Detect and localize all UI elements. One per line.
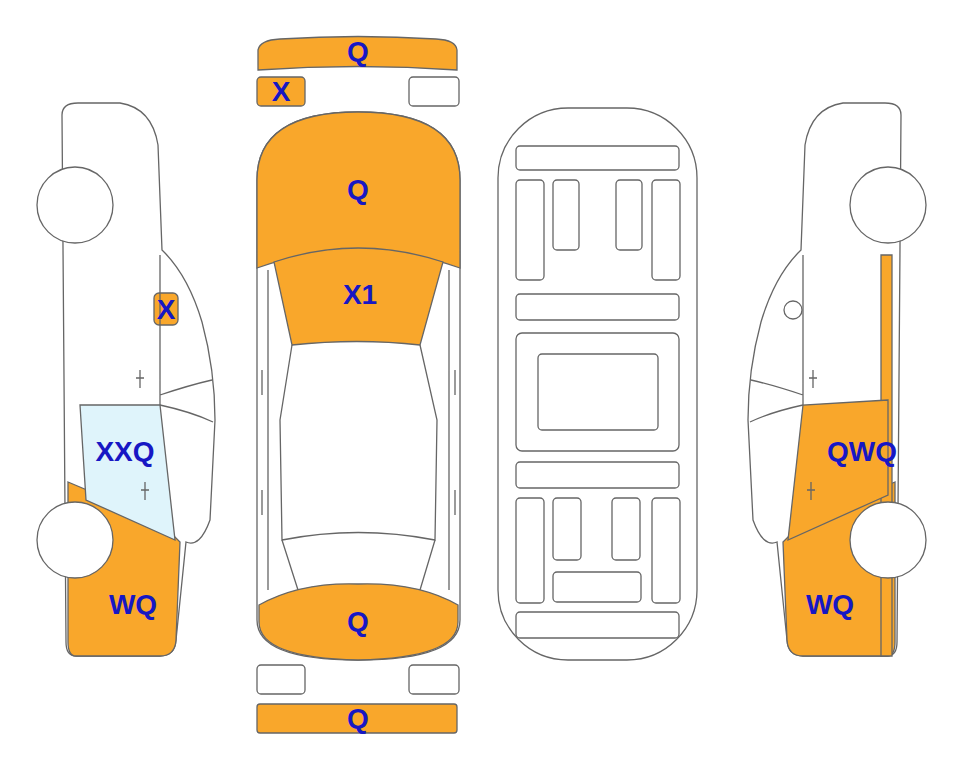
headlight-left [257,77,305,106]
damage-code: X [157,296,176,324]
headlight-right [409,77,459,106]
side-lines [262,270,455,590]
damage-code: Q [347,705,369,733]
damage-code: Q [347,176,369,204]
damage-code: X1 [343,281,377,309]
windshield [274,248,443,345]
damage-code: QWQ [827,438,897,466]
damage-code: WQ [806,591,854,619]
rear-bumper [257,704,457,733]
taillight-right [409,665,459,694]
trunk [259,584,458,660]
roof-outline [280,345,437,540]
underside [498,108,697,660]
damage-code: Q [347,38,369,66]
damage-code: XXQ [95,438,154,466]
right-side [748,103,926,656]
rear-window [282,540,435,590]
body-top [257,112,460,660]
front-bumper [258,37,457,71]
damage-code: WQ [109,591,157,619]
damage-code: X [272,78,291,106]
hood [257,112,460,268]
left-side [37,103,215,656]
taillight-left [257,665,305,694]
damage-code: Q [347,608,369,636]
